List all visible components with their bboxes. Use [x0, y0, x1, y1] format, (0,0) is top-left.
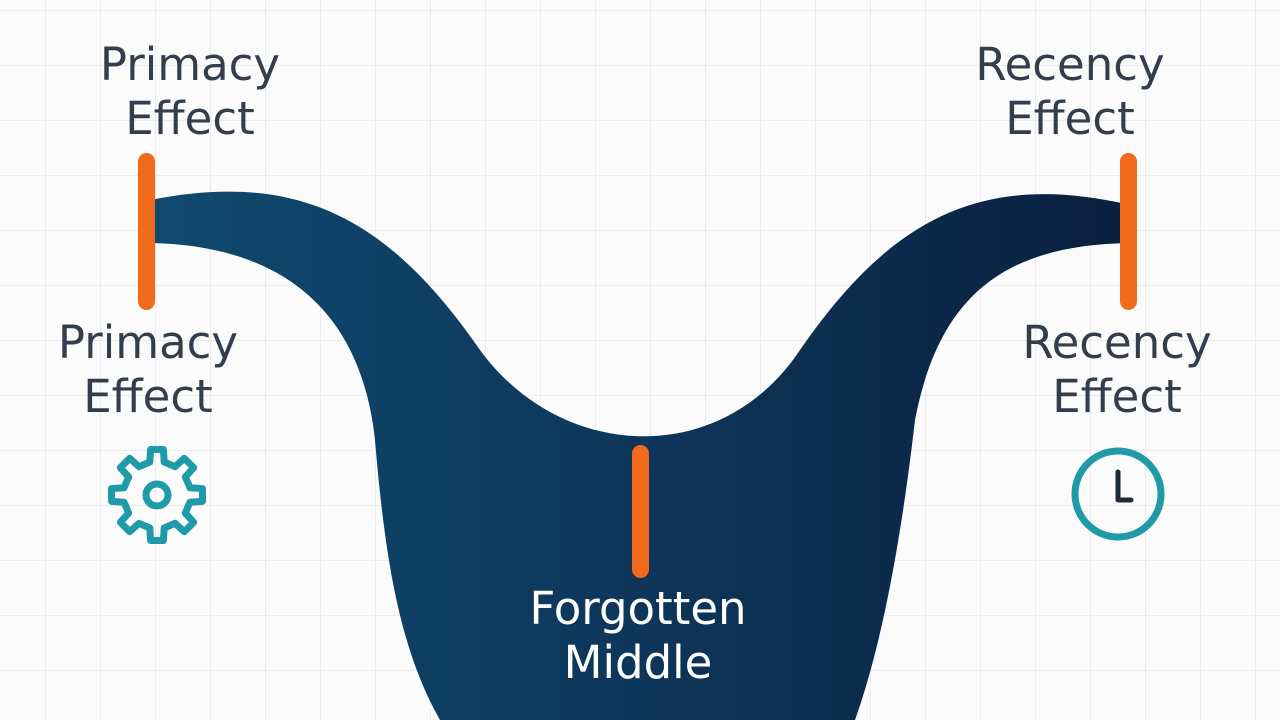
primacy-label-mid-line2: Effect	[83, 370, 213, 423]
primacy-label-mid-line1: Primacy	[57, 316, 239, 369]
forgotten-middle-label: Forgotten Middle	[488, 582, 788, 690]
recency-label-mid-line1: Recency	[1022, 316, 1212, 369]
primacy-effect-label-mid: Primacy Effect	[18, 316, 278, 424]
forgotten-label-line1: Forgotten	[529, 582, 747, 635]
primacy-marker	[138, 153, 155, 310]
recency-label-mid-line2: Effect	[1052, 370, 1182, 423]
recency-label-top-line2: Effect	[1005, 92, 1135, 145]
middle-marker	[632, 445, 649, 578]
primacy-effect-label-top: Primacy Effect	[60, 38, 320, 146]
recency-label-top-line1: Recency	[975, 38, 1165, 91]
primacy-label-top-line2: Effect	[125, 92, 255, 145]
recency-marker	[1120, 153, 1137, 310]
gear-icon	[108, 446, 206, 544]
recency-effect-label-mid: Recency Effect	[982, 316, 1252, 424]
forgotten-label-line2: Middle	[563, 636, 713, 689]
clock-icon	[1071, 447, 1165, 541]
primacy-label-top-line1: Primacy	[99, 38, 281, 91]
recency-effect-label-top: Recency Effect	[935, 38, 1205, 146]
